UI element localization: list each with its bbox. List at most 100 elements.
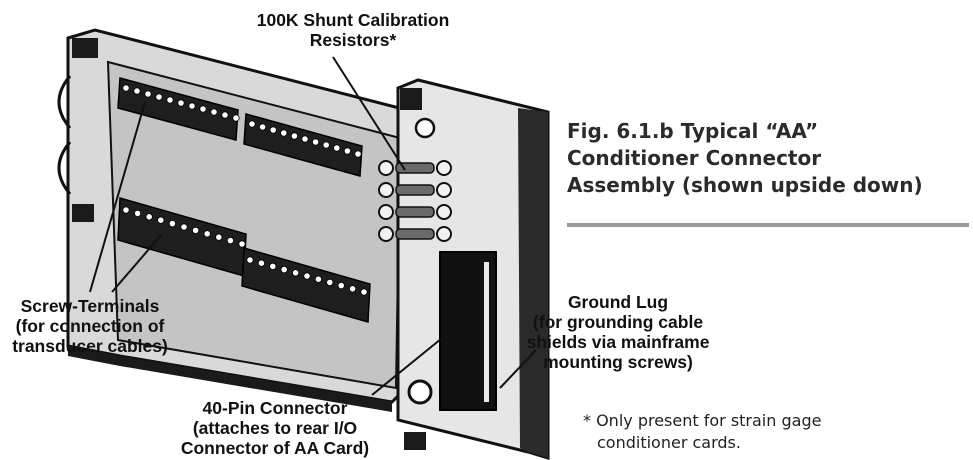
ground-label-line-1: Ground Lug bbox=[567, 292, 669, 312]
shunt-resistor bbox=[395, 162, 435, 174]
footnote-line-1: * Only present for strain gage bbox=[583, 411, 822, 430]
caption-underline bbox=[567, 223, 969, 227]
resistor-pad bbox=[436, 160, 452, 176]
screw-terminal-dot bbox=[269, 126, 277, 134]
ground-label-line-3: shields via mainframe bbox=[526, 332, 710, 352]
board-edge bbox=[68, 346, 392, 412]
screw-terminal-dot bbox=[348, 285, 357, 293]
screw-terminals-label: Screw-Terminals (for connection of trans… bbox=[2, 296, 178, 356]
screw-terminal-dot bbox=[122, 84, 130, 92]
screw-terminal-dot bbox=[257, 259, 265, 267]
screw-terminal-dot bbox=[238, 240, 246, 248]
screw-terminal-dot bbox=[232, 114, 240, 122]
resistor-pad bbox=[436, 226, 452, 242]
screw-terminal-dot bbox=[199, 105, 207, 113]
screw-terminal-dot bbox=[221, 111, 229, 119]
end-plate-flange bbox=[518, 108, 548, 458]
footnote: * Only present for strain gage condition… bbox=[583, 410, 821, 454]
screw-terminal-dot bbox=[157, 216, 165, 224]
screw-terminal-dot bbox=[215, 233, 223, 241]
screw-terminal-dot bbox=[177, 99, 185, 107]
leader-connector bbox=[371, 329, 453, 396]
connector-slot bbox=[484, 262, 489, 402]
leader-ground-lug bbox=[499, 349, 537, 389]
resistor-pad bbox=[378, 226, 394, 242]
screw-terminal-dot bbox=[360, 288, 368, 296]
screw-terminal-dot bbox=[326, 278, 334, 286]
resistor-pad bbox=[436, 204, 452, 220]
shunt-resistor bbox=[395, 184, 435, 196]
ground-lug-hole bbox=[407, 379, 433, 405]
ground-label-line-2: (for grounding cable bbox=[532, 312, 704, 332]
connector-label: 40-Pin Connector (attaches to rear I/O C… bbox=[170, 398, 380, 458]
cable-groove-upper bbox=[57, 75, 72, 129]
screw-terminal-dot bbox=[314, 275, 322, 283]
screw-terminal-dot bbox=[133, 87, 141, 95]
ground-lug-label: Ground Lug (for grounding cable shields … bbox=[520, 292, 716, 372]
screw-terminal-dot bbox=[226, 237, 234, 245]
shunt-resistor bbox=[395, 206, 435, 218]
connector-label-line-2: (attaches to rear I/O bbox=[192, 418, 358, 438]
shunt-resistor bbox=[395, 228, 435, 240]
screw-terminal-dot bbox=[122, 206, 130, 214]
connector-label-line-3: Connector of AA Card) bbox=[180, 438, 370, 458]
screw-terminal-dot bbox=[280, 265, 288, 274]
screw-terminal-dot bbox=[168, 220, 176, 228]
end-plate-top-block bbox=[400, 88, 422, 110]
ground-label-line-4: mounting screws) bbox=[543, 352, 693, 372]
ground-lug-block bbox=[404, 432, 426, 450]
shunt-label-line-1: 100K Shunt Calibration bbox=[256, 10, 450, 30]
screw-terminal-dot bbox=[192, 226, 200, 234]
screw-label-line-3: transducer cables) bbox=[12, 336, 168, 356]
screw-terminal-dot bbox=[144, 90, 152, 98]
resistor-pad bbox=[378, 204, 394, 220]
screw-terminal-dot bbox=[134, 209, 142, 217]
resistor-pad bbox=[378, 160, 394, 176]
screw-terminal-dot bbox=[210, 108, 218, 116]
screw-terminal-dot bbox=[269, 262, 277, 270]
screw-terminal-dot bbox=[145, 213, 153, 221]
screw-terminal-dot bbox=[166, 96, 174, 104]
corner-block-top-left bbox=[72, 38, 98, 58]
leader-screw-upper bbox=[89, 101, 146, 293]
screw-terminal-dot bbox=[188, 102, 196, 110]
screw-terminal-dot bbox=[301, 135, 309, 143]
screw-terminal-dot bbox=[337, 281, 345, 290]
caption-line-1: Fig. 6.1.b Typical “AA” bbox=[567, 119, 819, 143]
screw-label-line-1: Screw-Terminals bbox=[20, 296, 160, 316]
screw-terminal-dot bbox=[333, 144, 341, 152]
resistor-pad bbox=[436, 182, 452, 198]
screw-terminal-dot bbox=[203, 230, 211, 238]
screw-label-line-2: (for connection of bbox=[15, 316, 165, 336]
screw-terminal-dots bbox=[122, 84, 368, 296]
screw-terminal-dot bbox=[280, 129, 288, 137]
leader-shunt bbox=[332, 56, 406, 171]
screw-terminal-dot bbox=[290, 132, 298, 140]
figure-caption: Fig. 6.1.b Typical “AA” Conditioner Conn… bbox=[567, 118, 923, 199]
cable-groove-lower bbox=[57, 141, 72, 195]
screw-terminal-dot bbox=[322, 141, 330, 149]
screw-terminal-dot bbox=[246, 256, 254, 264]
screw-terminal-dot bbox=[248, 120, 256, 128]
screw-terminal-dot bbox=[258, 123, 267, 131]
shunt-resistors-label: 100K Shunt Calibration Resistors* bbox=[238, 10, 468, 50]
caption-line-2: Conditioner Connector bbox=[567, 146, 822, 170]
screw-terminal-dot bbox=[291, 269, 300, 277]
screw-terminal-dot bbox=[180, 223, 188, 231]
leader-screw-lower bbox=[111, 233, 163, 293]
mounting-hole-top bbox=[414, 117, 436, 139]
connector-label-line-1: 40-Pin Connector bbox=[202, 398, 348, 418]
caption-line-3: Assembly (shown upside down) bbox=[567, 173, 923, 197]
shunt-label-line-2: Resistors* bbox=[309, 30, 397, 50]
footnote-line-2: conditioner cards. bbox=[597, 433, 741, 452]
screw-terminal-dot bbox=[311, 138, 320, 146]
screw-terminal-dot bbox=[354, 150, 362, 158]
screw-terminal-dot bbox=[155, 93, 163, 101]
screw-terminal-dot bbox=[343, 147, 351, 155]
corner-block-mid-left bbox=[72, 204, 94, 222]
shunt-resistor-array bbox=[378, 160, 452, 242]
resistor-pad bbox=[378, 182, 394, 198]
screw-terminal-dot bbox=[303, 272, 311, 280]
